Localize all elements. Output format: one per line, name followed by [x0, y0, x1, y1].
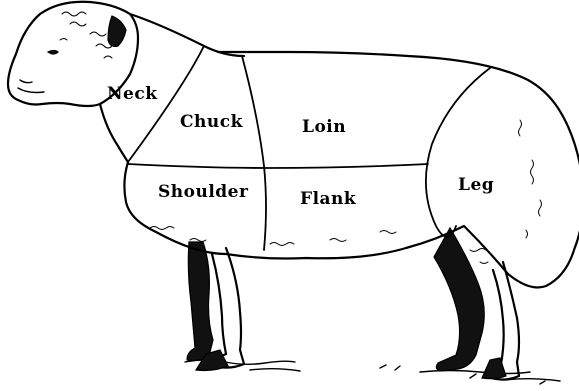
- label-neck: Neck: [107, 84, 158, 104]
- front-legs: [187, 242, 244, 371]
- neck-outline: [130, 14, 244, 56]
- label-flank: Flank: [300, 189, 357, 209]
- cut-dividers: [128, 46, 490, 250]
- label-leg: Leg: [458, 175, 494, 195]
- label-shoulder: Shoulder: [158, 182, 249, 202]
- label-loin: Loin: [302, 117, 346, 137]
- label-chuck: Chuck: [180, 112, 244, 132]
